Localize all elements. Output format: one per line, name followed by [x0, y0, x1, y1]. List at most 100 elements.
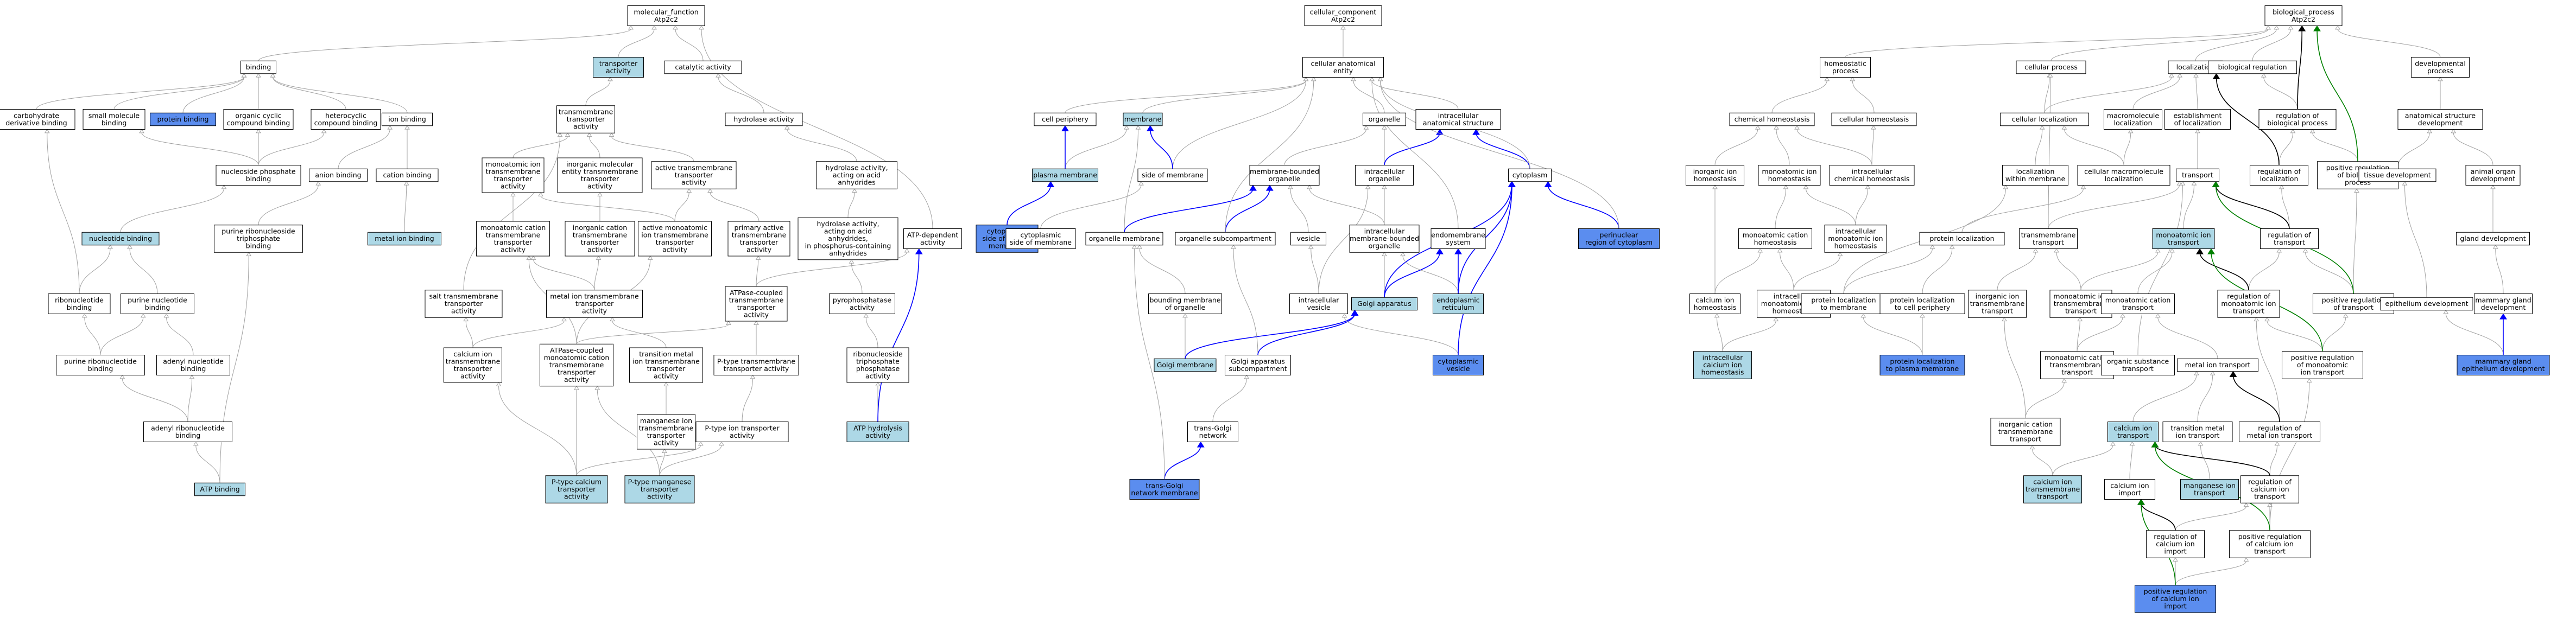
go-term-box [624, 475, 695, 503]
relation-arrowhead [1544, 181, 1552, 187]
relation-arrowhead [140, 313, 146, 318]
go-term-node: transport [2176, 168, 2219, 182]
go-term-label: transmembrane [446, 357, 501, 365]
go-term-label: activity [460, 372, 486, 380]
go-term-label: P-type manganese [628, 478, 692, 486]
relation-arrowhead [2180, 181, 2186, 186]
go-term-label: bounding membrane [1149, 296, 1220, 304]
relation-edge [2195, 76, 2198, 110]
go-term-box [2456, 232, 2530, 246]
relation-edge [2269, 445, 2277, 476]
go-term-label: import [2164, 547, 2186, 556]
go-term-label: derivative binding [5, 119, 67, 127]
relation-arrowhead [852, 188, 857, 193]
go-term-label: transport [2194, 489, 2225, 497]
go-term-box [627, 5, 705, 26]
go-term-box [2180, 479, 2239, 500]
relation-arrowhead [2137, 499, 2145, 505]
go-term-label: transporter [656, 238, 694, 246]
relation-arrowhead [1363, 125, 1369, 130]
relation-edge [2353, 192, 2357, 294]
relation-arrowhead [2298, 25, 2306, 31]
relation-arrowhead [1135, 125, 1141, 130]
go-term-label: monoatomic cation [544, 354, 610, 362]
go-term-box [546, 290, 643, 318]
go-term-box [1689, 293, 1740, 314]
go-term-label: transporter [445, 299, 483, 308]
go-term-label: intracellular [1364, 167, 1406, 175]
go-term-label: membrane-bounded [1250, 167, 1319, 175]
go-term-box [216, 165, 301, 186]
go-term-box [0, 109, 75, 130]
go-term-box [816, 161, 897, 189]
go-term-box [2397, 109, 2483, 130]
go-term-box [1508, 168, 1552, 182]
go-term-node: ribonucleosidetriphosphatephosphataseact… [846, 347, 909, 383]
go-term-box [81, 232, 160, 246]
relation-arrowhead [1369, 76, 1375, 81]
relation-arrowhead [1124, 125, 1129, 130]
relation-arrowhead [2490, 184, 2496, 189]
go-term-label: localization [2016, 167, 2055, 175]
relation-edge [273, 76, 408, 113]
relation-edge [718, 76, 764, 113]
relation-arrowhead [538, 192, 543, 196]
go-term-label: transport [2233, 307, 2264, 315]
relation-arrowhead [2129, 441, 2135, 446]
relation-arrowhead [1249, 184, 1257, 191]
go-term-label: transporter [675, 171, 713, 179]
go-term-box [629, 347, 703, 383]
go-term-label: active transmembrane [655, 164, 733, 172]
relation-arrowhead [2080, 184, 2086, 189]
go-term-box [1693, 351, 1752, 379]
go-term-box [2176, 168, 2219, 182]
go-term-label: Golgi membrane [1157, 361, 1214, 369]
go-term-label: transporter [494, 175, 533, 183]
relation-edge [1997, 252, 2036, 290]
relation-edge [2316, 29, 2358, 162]
go-term-label: entity transmembrane [562, 167, 638, 175]
go-term-label: membrane-bounded [1350, 234, 1419, 243]
relation-arrowhead [2173, 557, 2178, 562]
relation-arrowhead [755, 256, 761, 260]
relation-arrowhead [1920, 313, 1925, 318]
go-term-label: metal ion transport [2185, 361, 2251, 369]
go-term-label: mammary gland [2475, 357, 2531, 365]
go-term-box [2239, 422, 2320, 442]
go-term-label: ion transmembrane [641, 231, 708, 239]
relation-edge [2256, 321, 2280, 422]
relation-arrowhead [1047, 181, 1055, 187]
relation-edge [1065, 129, 1127, 169]
go-term-node: membrane [1123, 112, 1163, 126]
go-term-label: chemical homeostasis [1735, 115, 1810, 123]
relation-edge [2044, 76, 2050, 113]
go-term-label: monoatomic cation [1743, 231, 1808, 239]
go-term-label: triphosphate [237, 234, 280, 243]
relation-arrowhead [2003, 184, 2009, 189]
relation-arrowhead [2243, 502, 2249, 507]
go-term-label: calcium ion [1695, 296, 1734, 304]
go-term-label: to cell periphery [1895, 303, 1951, 311]
relation-edge [540, 195, 675, 222]
go-term-box [1187, 422, 1238, 442]
relation-edge [2137, 184, 2183, 355]
relation-edge [1371, 80, 1459, 229]
go-term-box [1137, 168, 1208, 182]
go-term-node: monoatomic iontransmembranetransporterac… [482, 157, 545, 193]
go-term-node: calcium iontransmembranetransporteractiv… [444, 347, 502, 383]
